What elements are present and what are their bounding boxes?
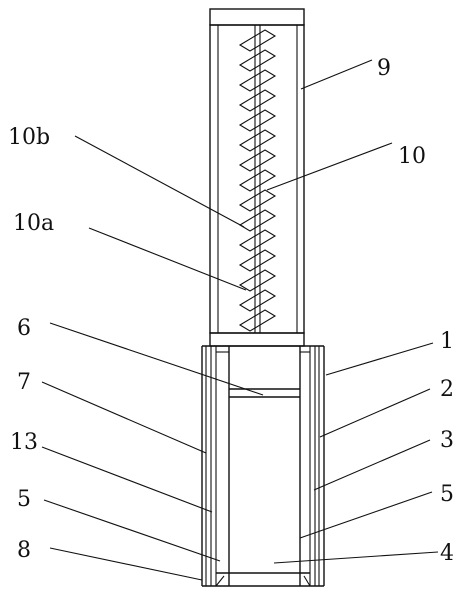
blade-9 bbox=[238, 189, 277, 212]
blade-12 bbox=[238, 249, 277, 272]
label-9: 9 bbox=[377, 56, 391, 81]
label-10: 10 bbox=[398, 144, 426, 169]
reference-labels: 9 10 10b 10a 6 7 13 5 8 1 2 3 5 4 bbox=[8, 56, 454, 566]
leader-13 bbox=[41, 446, 213, 513]
blade-2 bbox=[238, 49, 277, 72]
label-13: 13 bbox=[10, 430, 38, 455]
leader-lines bbox=[41, 59, 439, 581]
label-7: 7 bbox=[17, 370, 31, 395]
leader-6 bbox=[49, 322, 264, 396]
label-2: 2 bbox=[440, 377, 454, 402]
leader-9 bbox=[300, 59, 373, 90]
helical-blades bbox=[238, 29, 277, 332]
blade-11 bbox=[238, 229, 277, 252]
blade-1 bbox=[238, 29, 277, 52]
blade-8 bbox=[238, 169, 277, 192]
leader-10a bbox=[88, 227, 247, 291]
label-5-left: 5 bbox=[17, 487, 31, 512]
bottom-corner-left bbox=[215, 575, 225, 587]
upper-bottom-cap bbox=[209, 332, 305, 347]
label-3: 3 bbox=[440, 428, 454, 453]
blade-13 bbox=[238, 269, 277, 292]
leader-2 bbox=[319, 388, 431, 438]
blade-14 bbox=[238, 289, 277, 312]
leader-8 bbox=[49, 547, 203, 581]
bottom-corner-right bbox=[303, 575, 311, 587]
label-8: 8 bbox=[17, 538, 31, 563]
blade-7 bbox=[238, 149, 277, 172]
lower-housing bbox=[201, 345, 325, 587]
leader-5-left bbox=[43, 499, 221, 562]
blade-15 bbox=[238, 309, 277, 332]
leader-3 bbox=[313, 439, 431, 491]
label-1: 1 bbox=[440, 329, 454, 354]
blade-4 bbox=[238, 89, 277, 112]
label-4: 4 bbox=[440, 541, 454, 566]
label-6: 6 bbox=[17, 316, 31, 341]
blade-10 bbox=[238, 209, 277, 232]
label-5-right: 5 bbox=[440, 482, 454, 507]
upper-column bbox=[209, 8, 305, 347]
leader-4 bbox=[273, 551, 439, 564]
blade-6 bbox=[238, 129, 277, 152]
upper-top-cap bbox=[209, 8, 305, 26]
label-10a: 10a bbox=[13, 211, 54, 236]
label-10b: 10b bbox=[8, 125, 50, 150]
leader-1 bbox=[325, 342, 434, 376]
leader-10 bbox=[266, 142, 393, 191]
leader-7 bbox=[41, 381, 207, 454]
blade-5 bbox=[238, 109, 277, 132]
blade-3 bbox=[238, 69, 277, 92]
leader-10b bbox=[74, 135, 245, 228]
leader-5-right bbox=[299, 491, 433, 539]
